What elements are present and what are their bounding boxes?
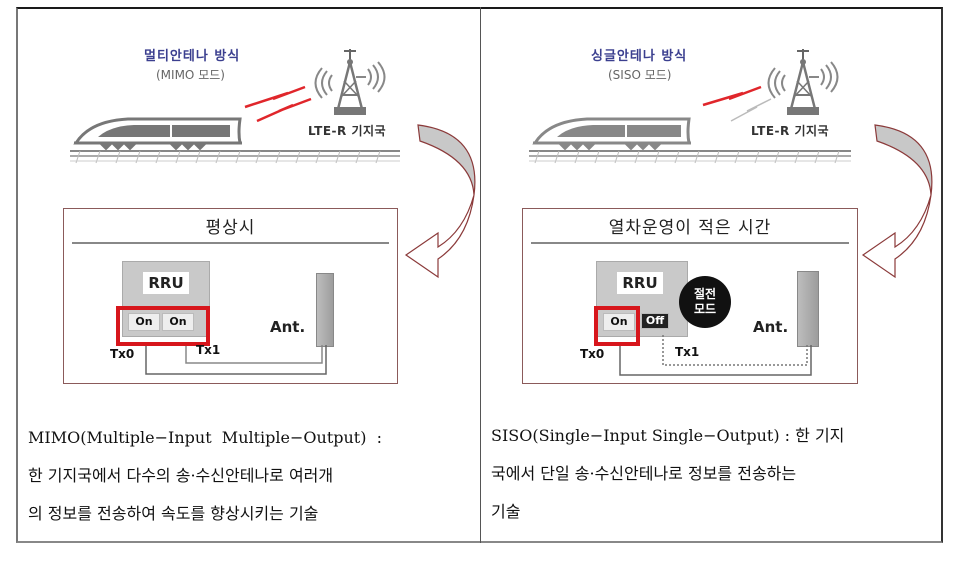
tx0-label: Tx0 [580,347,605,361]
description-line: SISO(Single−Input Single−Output) : 한 기지 [491,426,845,445]
train-icon [70,117,400,164]
description-line: 의 정보를 전송하여 속도를 향상시키는 기술 [28,504,319,523]
station-label: LTE-R 기지국 [751,124,830,138]
rru-label: RRU [617,272,663,294]
cell-tower-icon [767,49,839,115]
curved-arrow-icon [861,124,933,279]
siso-description: SISO(Single−Input Single−Output) : 한 기지 … [491,417,931,531]
description-line: 한 기지국에서 다수의 송·수신안테나로 여러개 [28,466,334,485]
description-line: 기술 [491,502,521,521]
panel-rule [531,242,849,244]
tx1-port-status: Off [641,313,669,329]
description-line: 국에서 단일 송·수신안테나로 정보를 전송하는 [491,464,797,483]
port-highlight-box [594,306,640,346]
antenna-label: Ant. [270,318,306,336]
station-label: LTE-R 기지국 [308,124,387,138]
antenna-icon [316,273,334,347]
description-line: MIMO(Multiple−Input Multiple−Output) : [28,428,383,447]
comparison-table [16,7,943,543]
antenna-label: Ant. [753,318,789,336]
panel-title: 열차운영이 적은 시간 [608,218,772,238]
mode-subtitle: (SISO 모드) [608,68,672,82]
lightning-signal-icon [702,85,772,122]
tx0-port-status: On [128,313,160,331]
mode-subtitle: (MIMO 모드) [156,68,225,82]
cell-tower-icon [314,49,386,115]
panel-rule [72,242,389,244]
badge-line: 모드 [693,302,717,316]
panel-title: 평상시 [205,218,256,238]
antenna-icon [797,271,819,347]
rru-label: RRU [143,272,189,294]
mimo-description: MIMO(Multiple−Input Multiple−Output) : 한… [28,419,468,533]
mimo-cell: 멀티안테나 방식 (MIMO 모드) LTE-R 기지국 [18,9,480,541]
tx1-port-status: On [162,313,194,331]
lightning-signal-icon [244,85,312,123]
feed-cables [619,335,812,376]
badge-line: 절전 [693,287,717,301]
tx1-label: Tx1 [675,345,700,359]
tx0-port-status: On [603,313,635,331]
mode-title: 멀티안테나 방식 [144,49,241,64]
tx0-label: Tx0 [110,347,135,361]
feed-cables [145,345,327,375]
column-divider [480,7,481,543]
mode-title: 싱글안테나 방식 [591,49,688,64]
port-highlight-box [116,306,210,346]
normal-time-panel: 평상시 RRU On On Tx0 Tx1 Ant. [63,208,398,384]
curved-arrow-icon [404,124,476,279]
siso-cell: 싱글안테나 방식 (SISO 모드) LTE-R 기지국 [481,9,941,541]
train-icon [529,117,851,164]
tx1-label: Tx1 [196,343,221,357]
